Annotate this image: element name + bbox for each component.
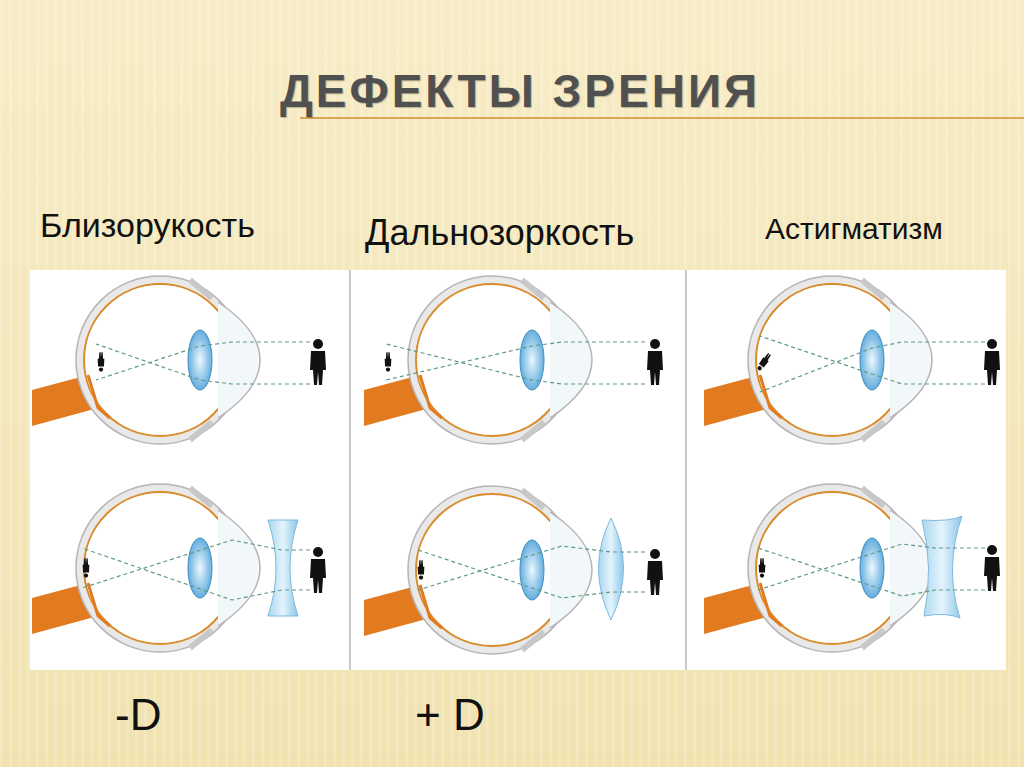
panel-divider <box>685 270 687 670</box>
slide-title: ДЕФЕКТЫ ЗРЕНИЯ <box>280 64 760 118</box>
panel-heading: Дальнозоркость <box>365 212 634 254</box>
panel-divider <box>349 270 351 670</box>
concave-lens <box>268 520 298 616</box>
object-figure <box>310 339 1000 595</box>
panel-heading: Близорукость <box>40 206 255 245</box>
defect-panel: Астигматизм <box>686 200 1006 670</box>
convex-lens <box>599 518 624 620</box>
panel-ground <box>30 270 1006 670</box>
eye <box>364 276 592 444</box>
title-underline <box>300 117 1024 119</box>
eye <box>32 276 260 444</box>
defect-panel: Близорукость <box>30 200 350 670</box>
diopter-sign: -D <box>115 690 161 740</box>
retina-image <box>83 352 773 580</box>
diopter-sign: + D <box>415 690 485 740</box>
defect-panel: Дальнозоркость <box>350 200 686 670</box>
eye <box>704 484 932 652</box>
panel-heading: Астигматизм <box>765 212 943 246</box>
eye <box>704 276 932 444</box>
light-rays <box>82 336 985 600</box>
cylindrical-lens <box>922 516 962 618</box>
